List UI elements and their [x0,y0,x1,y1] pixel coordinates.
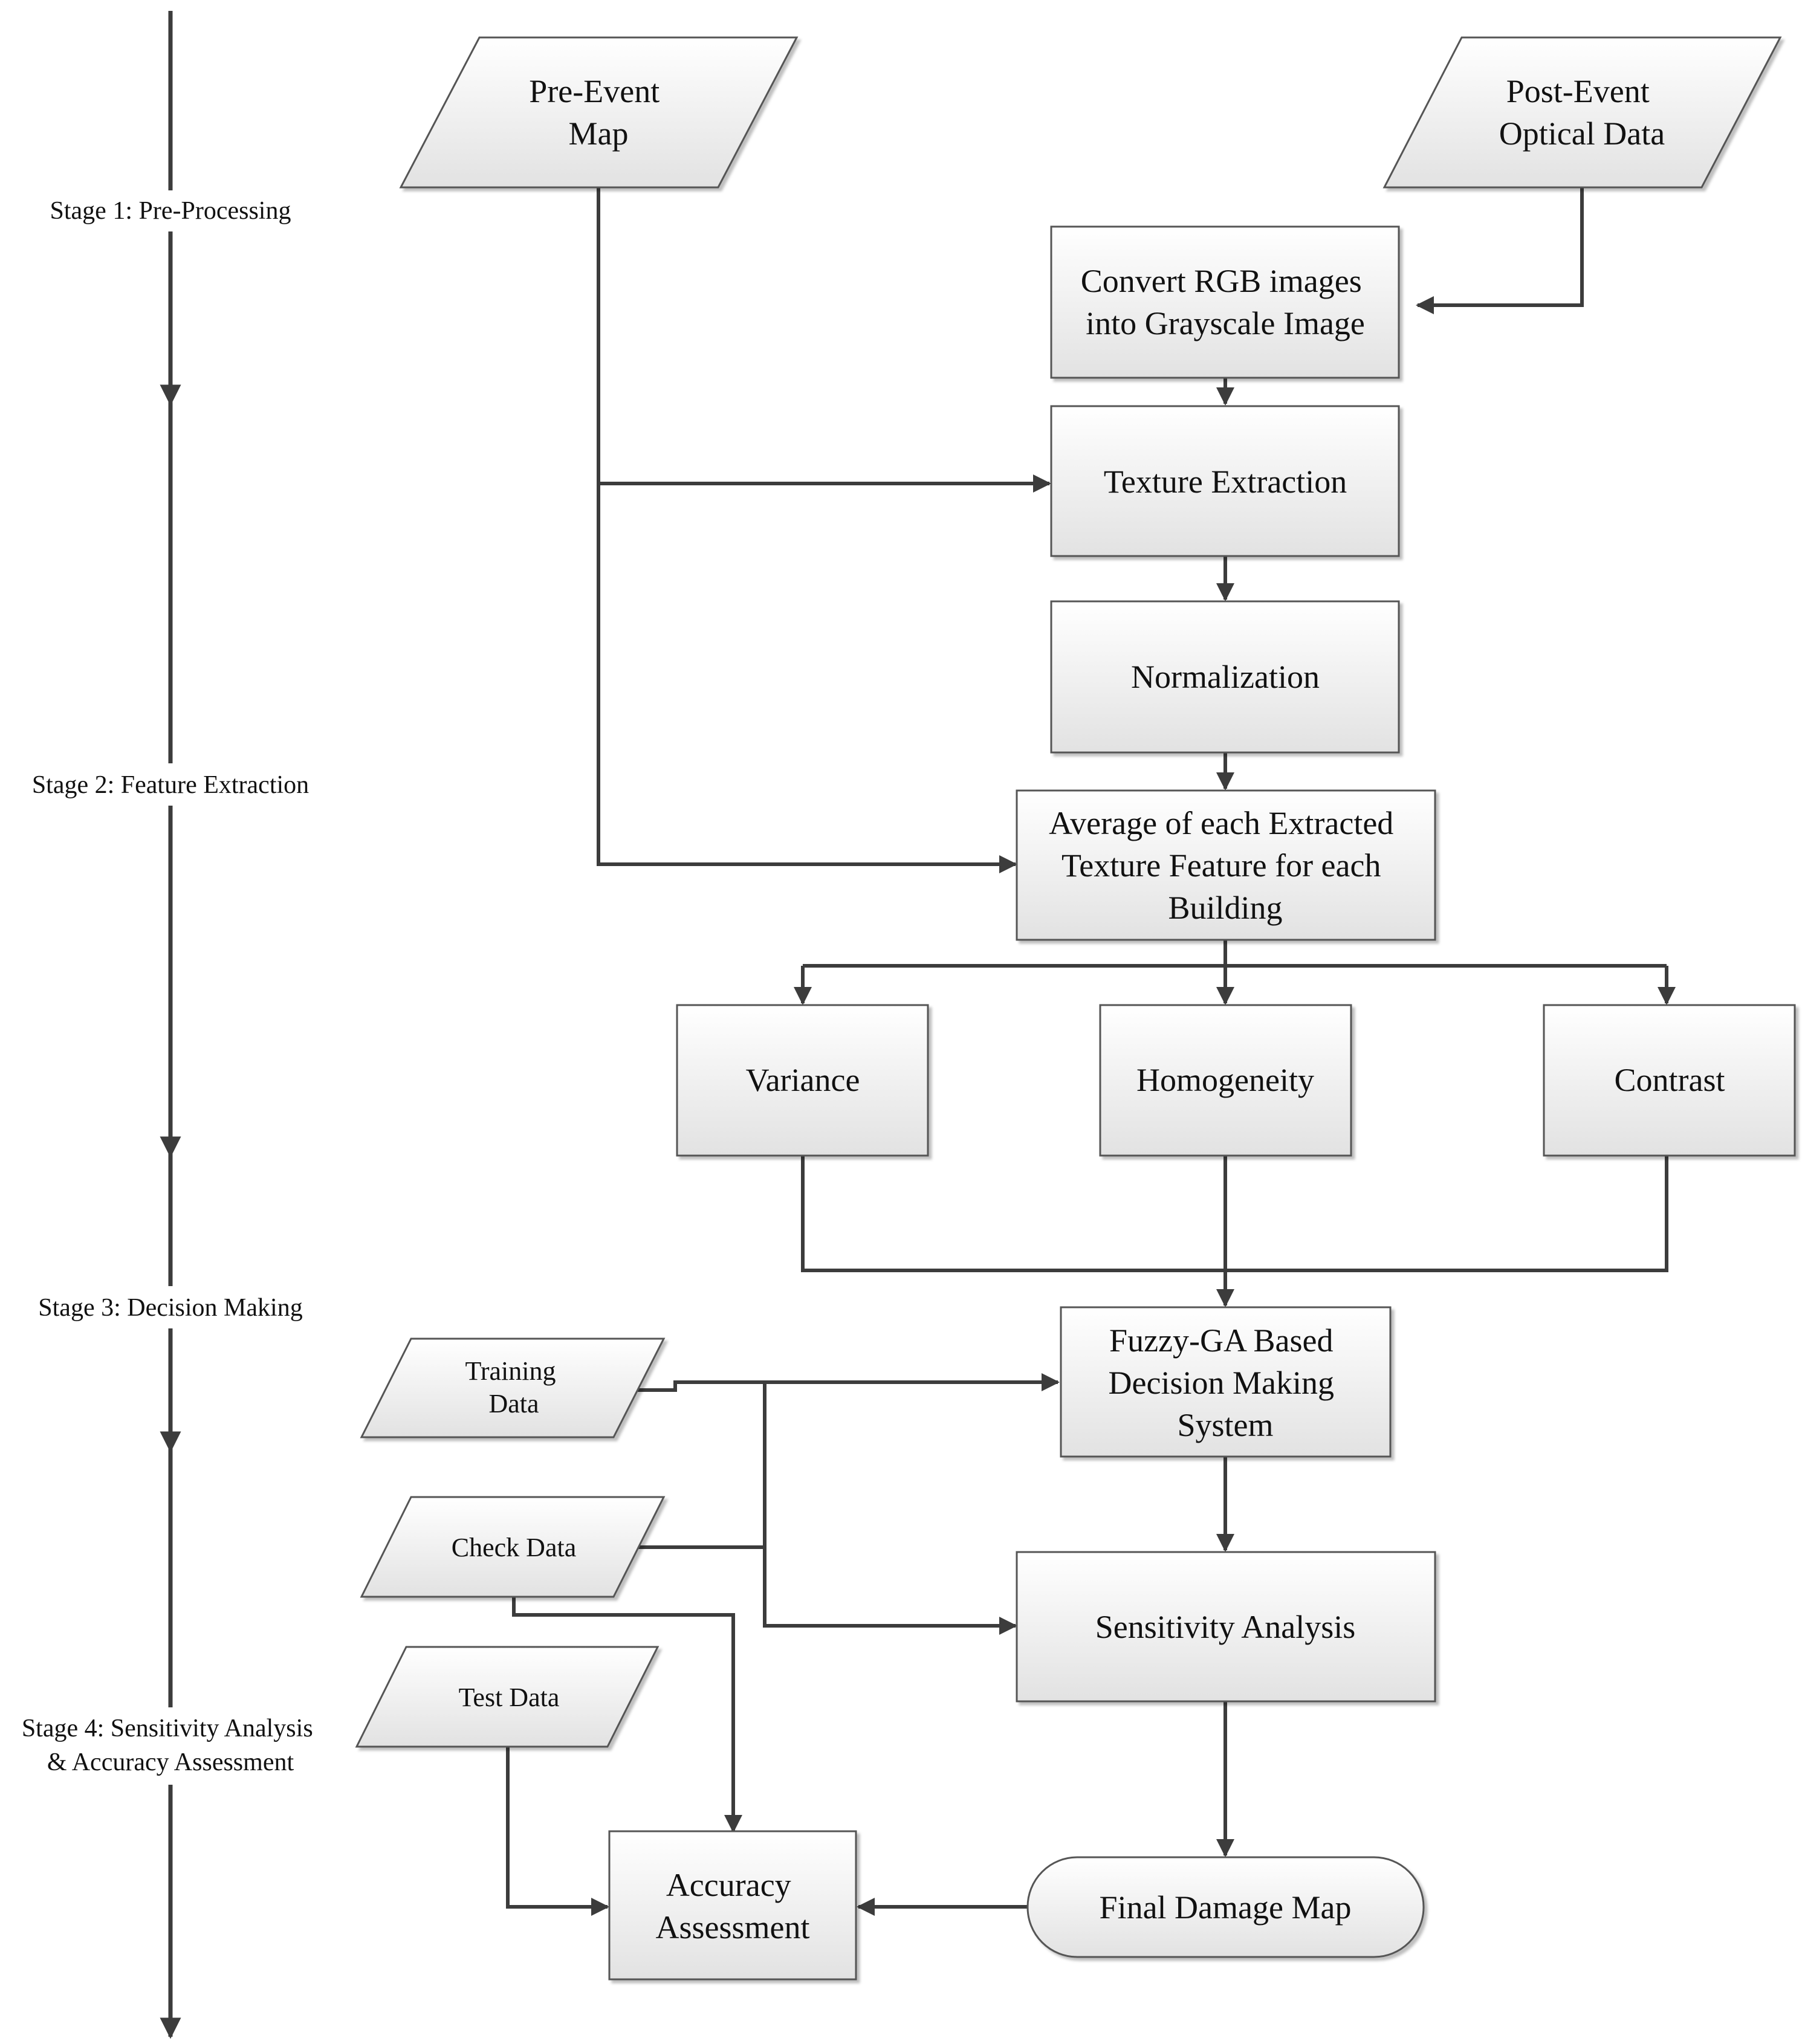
stage-2-label: Stage 2: Feature Extraction [32,771,309,799]
final-damage-map-shape [1026,1856,1425,1958]
connector-variance-merge [801,1156,1668,1272]
shapes [355,36,1796,1981]
contrast-shape [1543,1004,1796,1157]
connector-pre-event-trunk [597,187,1017,873]
check-data-label: Check Data [452,1533,576,1562]
check-data-shape [360,1496,666,1598]
accuracy-assessment-label: Accuracy Assessment [656,1867,810,1945]
fuzzy-ga-shape [1060,1306,1392,1458]
convert-rgb-label: Convert RGB images into Grayscale Image [1081,263,1370,341]
stage-4-label: Stage 4: Sensitivity Analysis & Accuracy… [22,1715,319,1776]
homogeneity-label: Homogeneity [1136,1062,1314,1098]
training-data-label: Training Data [465,1356,563,1418]
connector-training-to-fuzzy [636,1373,1060,1392]
sensitivity-analysis-label: Sensitivity Analysis [1095,1609,1356,1645]
pre-event-map-shape [399,36,799,189]
test-data-shape [355,1646,660,1748]
test-data-label: Test Data [459,1683,560,1712]
post-event-data-shape [1382,36,1782,189]
stage-1-label: Stage 1: Pre-Processing [50,197,291,225]
normalization-label: Normalization [1131,659,1320,695]
variance-shape [676,1004,929,1157]
texture-extraction-label: Texture Extraction [1104,464,1347,500]
stage-3-label: Stage 3: Decision Making [38,1294,302,1322]
fuzzy-ga-label: Fuzzy-GA Based Decision Making System [1109,1322,1343,1443]
connector-post-event-to-convert [1416,187,1584,314]
node-labels: Pre-Event Map Post-Event Optical Data Co… [452,73,1725,1945]
stage-labels: Stage 1: Pre-Processing Stage 2: Feature… [0,190,342,1785]
average-feature-shape [1016,789,1436,941]
post-event-data-label: Post-Event Optical Data [1499,73,1665,152]
convert-rgb-shape [1050,225,1400,379]
connector-check-to-accuracy [512,1597,742,1833]
variance-label: Variance [746,1062,860,1098]
connector-training-to-sensitivity [763,1382,1017,1635]
connectors [506,187,1676,1916]
contrast-label: Contrast [1615,1062,1725,1098]
texture-extraction-shape [1050,405,1400,557]
training-data-shape [360,1337,666,1438]
homogeneity-shape [1099,1004,1352,1157]
final-damage-map-label: Final Damage Map [1100,1889,1352,1926]
accuracy-assessment-shape [608,1830,857,1981]
connector-test-to-accuracy [506,1747,609,1916]
average-feature-label: Average of each Extracted Texture Featur… [1049,805,1402,926]
pre-event-map-label: Pre-Event Map [529,73,667,152]
normalization-shape [1050,600,1400,754]
sensitivity-analysis-shape [1016,1551,1436,1703]
